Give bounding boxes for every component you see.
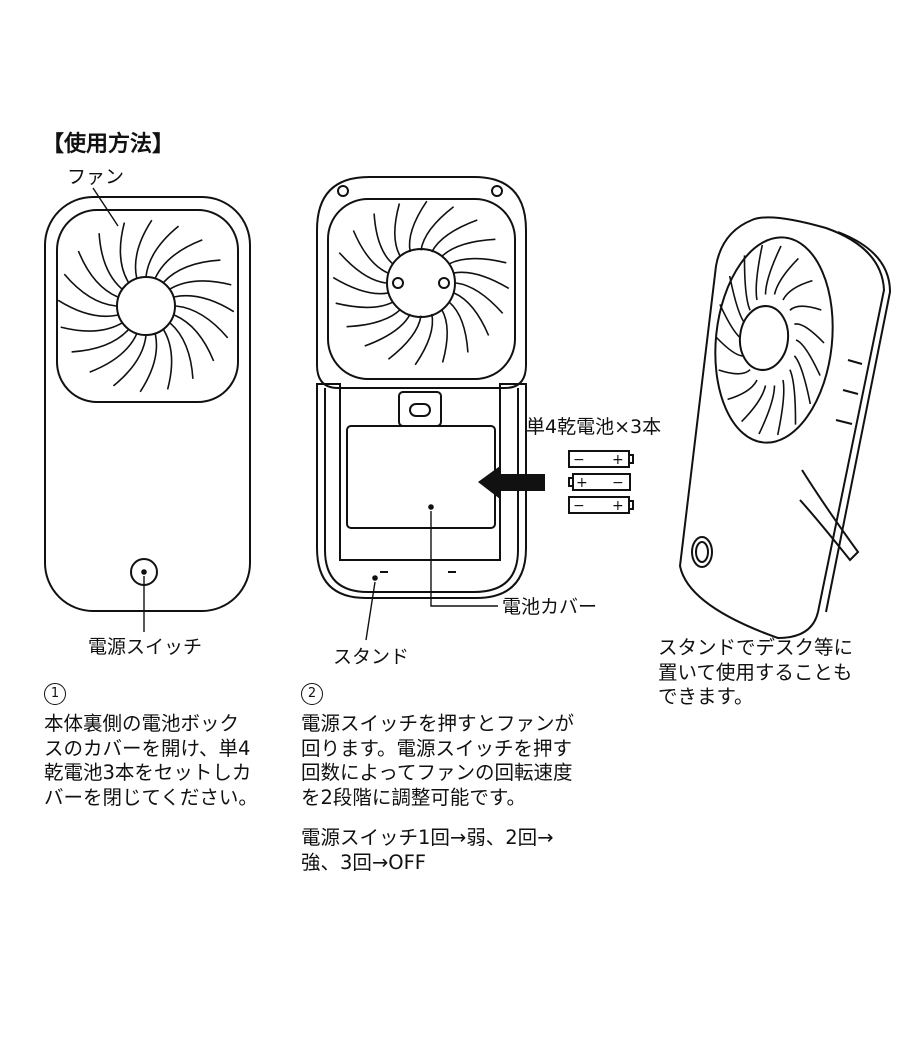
fan-blade: [346, 308, 401, 328]
step-2-text: 電源スイッチを押すとファンが 回ります。電源スイッチを押す 回数によってファンの…: [301, 712, 575, 809]
stand-label: スタンド: [333, 646, 410, 668]
fan-blade: [98, 233, 123, 290]
fan-blade: [794, 323, 825, 344]
fan-blade: [454, 271, 510, 290]
fan-blade: [71, 329, 129, 353]
fan-blade: [139, 333, 158, 393]
fan-blade: [455, 282, 504, 314]
fan-blade: [335, 301, 394, 309]
fan-blade: [174, 294, 235, 313]
fan-blade: [741, 385, 767, 423]
battery1-minus: −: [573, 452, 585, 468]
perspective-fan-guard: [714, 236, 834, 444]
battery-cover: [346, 425, 496, 529]
fan-blade: [394, 203, 402, 258]
fan-blade: [145, 225, 180, 277]
fan-blade: [57, 299, 118, 318]
fan-blade: [134, 219, 153, 279]
fan-leader-line: [92, 187, 119, 227]
fan-blade: [755, 244, 764, 301]
fan-perspective-view: [678, 216, 892, 640]
batteries-icon: [568, 450, 634, 514]
fan-blade: [169, 280, 232, 290]
fan-blade: [332, 276, 388, 295]
back-fan-blades: [332, 200, 510, 366]
fan-blade: [338, 252, 387, 284]
insert-arrow-icon: [478, 466, 545, 499]
battery-cover-label: 電池カバー: [502, 596, 598, 618]
fan-blade: [448, 257, 507, 265]
fan-blade: [431, 219, 478, 253]
back-fan-guard: [327, 198, 516, 380]
battery1-plus: +: [612, 452, 624, 468]
step-1-text: 本体裏側の電池ボック スのカバーを開け、単4 乾電池3本をセットしカ バーを閉じ…: [44, 712, 258, 809]
fan-blade: [63, 273, 117, 307]
fan-blade: [154, 239, 203, 279]
screw-hole-left: [337, 185, 349, 197]
fan-blade: [175, 305, 229, 339]
screw-hole-right: [491, 185, 503, 197]
fan-body-outline: [44, 196, 251, 612]
back-body-top: [316, 176, 527, 389]
fan-blade: [352, 230, 389, 274]
fan-blade: [453, 292, 490, 336]
fan-label: ファン: [67, 166, 125, 188]
fan-blade: [420, 206, 455, 251]
section-title: 【使用方法】: [42, 132, 175, 157]
fan-blade: [793, 355, 812, 405]
fan-blade: [782, 279, 813, 301]
battery3-plus: +: [612, 498, 624, 514]
fan-blade: [727, 379, 758, 401]
battery2-plus: +: [576, 475, 588, 491]
fan-blade: [414, 313, 434, 366]
fan-blade: [795, 339, 821, 376]
batteries-label: 単4乾電池×3本: [526, 416, 662, 438]
fan-blade: [743, 255, 751, 311]
fan-blade: [373, 213, 394, 265]
step-2-number: 2: [301, 683, 323, 705]
fan-blade: [162, 329, 173, 390]
fan-blade: [718, 369, 751, 375]
fan-blade: [364, 313, 411, 347]
power-switch-label: 電源スイッチ: [88, 636, 203, 658]
side-note: スタンドでデスク等に 置いて使用することも できます。: [658, 636, 854, 708]
fan-blade: [119, 222, 130, 283]
battery2-minus: −: [612, 475, 624, 491]
fan-blade: [89, 333, 138, 373]
fan-hub: [116, 276, 176, 336]
battery3-minus: −: [573, 498, 585, 514]
fan-blade: [789, 305, 822, 311]
fan-blade: [169, 322, 194, 379]
fan-blade: [441, 238, 496, 258]
perspective-power-switch: [691, 536, 713, 568]
fan-blade: [773, 257, 799, 295]
step-1-number: 1: [44, 683, 66, 705]
fan-blade: [764, 245, 782, 295]
fan-back-view: [316, 176, 527, 641]
fan-guard-outline: [56, 209, 239, 403]
fan-blade: [776, 379, 785, 436]
fan-blade: [387, 315, 422, 360]
fan-blade: [60, 322, 123, 332]
fan-front-view: [44, 187, 251, 632]
fan-blade: [448, 301, 469, 353]
fan-blade: [408, 200, 428, 253]
step-2-extra: 電源スイッチ1回→弱、2回→ 強、3回→OFF: [301, 826, 554, 874]
fan-blade: [728, 275, 747, 325]
fan-blade: [174, 314, 215, 362]
fan-blade: [163, 259, 221, 283]
fan-blade: [112, 335, 147, 387]
fan-blade: [440, 308, 448, 363]
fan-blade: [77, 250, 118, 298]
fan-blade: [789, 369, 797, 425]
perspective-stand: [799, 469, 860, 562]
perspective-body: [678, 216, 886, 640]
perspective-fan-blades: [715, 244, 825, 436]
stand-frame: [316, 383, 527, 599]
fan-blade: [758, 385, 776, 435]
fan-blades: [57, 219, 235, 393]
